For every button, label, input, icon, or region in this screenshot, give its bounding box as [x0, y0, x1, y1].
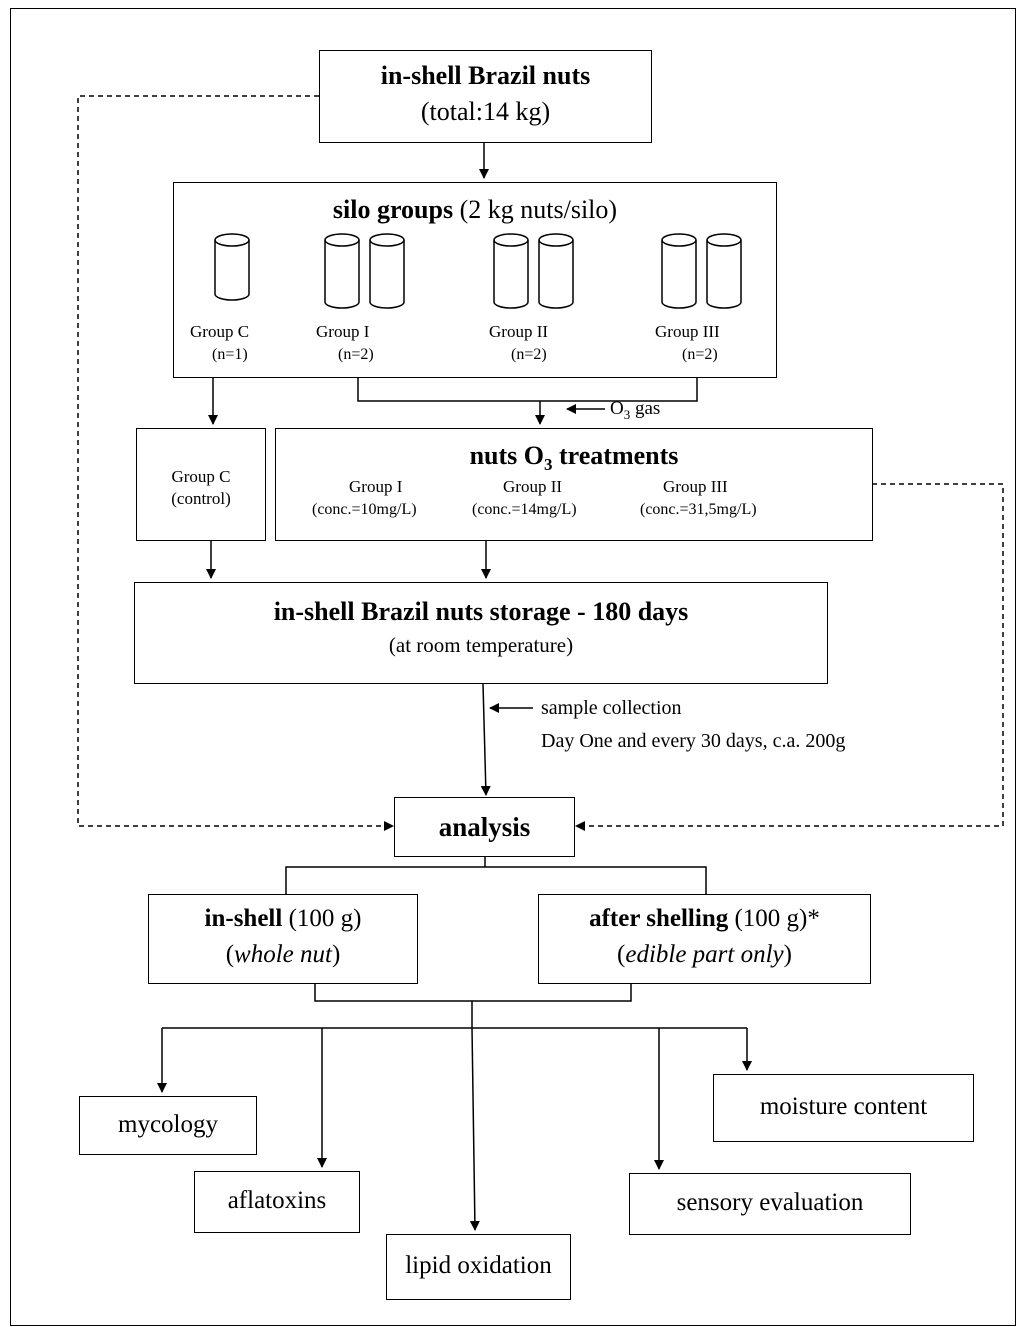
silo-groups-title: silo groups (2 kg nuts/silo): [332, 195, 618, 224]
aflatoxins-label: aflatoxins: [227, 1187, 327, 1214]
inshell-subtitle: (whole nut): [225, 941, 341, 968]
control-line1: Group C: [171, 467, 231, 486]
inshell-title: in-shell (100 g): [204, 905, 362, 932]
sampling-line1: sample collection: [541, 697, 682, 719]
sensory-box: sensory evaluation: [629, 1173, 911, 1235]
aflatoxins-box: aflatoxins: [194, 1171, 360, 1233]
after-subtitle: (edible part only): [617, 941, 792, 968]
control-box: Group C (control): [136, 428, 266, 541]
treatments-title: nuts O3 treatments: [469, 441, 679, 475]
arrow-to-lipid: [469, 1027, 480, 1231]
sensory-label: sensory evaluation: [676, 1189, 864, 1216]
treat-label-iii: Group III: [663, 477, 728, 496]
silo-n-iii: (n=2): [682, 346, 718, 363]
silo-label-iii: Group III: [655, 322, 720, 341]
silo-n-ii: (n=2): [511, 346, 547, 363]
treatments-box: nuts O3 treatments Group I (conc.=10mg/L…: [275, 428, 873, 541]
bracket-treatment-groups: [357, 377, 698, 402]
silo-ii-icon: [493, 233, 574, 309]
bracket-merge: [314, 984, 632, 1002]
silo-label-c: Group C: [190, 322, 250, 341]
after-title: after shelling (100 g)*: [589, 905, 820, 932]
analysis-box: analysis: [394, 797, 575, 857]
silo-label-i: Group I: [316, 322, 370, 341]
mycology-label: mycology: [118, 1111, 218, 1138]
inshell-box: in-shell (100 g) (whole nut): [148, 894, 418, 984]
source-box: in-shell Brazil nuts (total:14 kg): [319, 50, 652, 143]
dashed-source-to-analysis: [77, 95, 394, 831]
silo-iii-icon: [661, 233, 742, 309]
treat-conc-iii: (conc.=31,5mg/L): [640, 501, 757, 518]
silo-label-ii: Group II: [489, 322, 549, 341]
silo-groups-box: silo groups (2 kg nuts/silo): [173, 182, 777, 378]
silo-n-i: (n=2): [338, 346, 374, 363]
treat-conc-i: (conc.=10mg/L): [312, 501, 417, 518]
moisture-label: moisture content: [759, 1093, 928, 1120]
treat-label-i: Group I: [349, 477, 403, 496]
after-shelling-box: after shelling (100 g)* (edible part onl…: [538, 894, 871, 984]
treat-label-ii: Group II: [503, 477, 563, 496]
arrow-storage-to-analysis: [480, 683, 491, 796]
source-subtitle: (total:14 kg): [420, 97, 551, 126]
source-title: in-shell Brazil nuts: [380, 61, 591, 90]
storage-subtitle: (at room temperature): [388, 633, 574, 657]
moisture-box: moisture content: [713, 1074, 974, 1142]
treat-conc-ii: (conc.=14mg/L): [472, 501, 577, 518]
silo-c-icon: [214, 233, 250, 301]
lipid-label: lipid oxidation: [405, 1252, 552, 1279]
control-line2: (control): [171, 489, 231, 508]
lipid-oxidation-box: lipid oxidation: [386, 1234, 571, 1300]
silo-n-c: (n=1): [212, 346, 248, 363]
storage-box: in-shell Brazil nuts storage - 180 days …: [134, 582, 828, 684]
bracket-analysis-split: [285, 866, 707, 894]
analysis-label: analysis: [438, 812, 531, 842]
o3-gas-label: O3 gas: [610, 398, 661, 422]
sampling-line2: Day One and every 30 days, c.a. 200g: [541, 730, 846, 752]
dashed-treatments-to-analysis: [575, 483, 1004, 831]
figure-frame: [10, 8, 1016, 1326]
storage-title: in-shell Brazil nuts storage - 180 days: [273, 597, 689, 626]
silo-i-icon: [324, 233, 405, 309]
mycology-box: mycology: [79, 1096, 257, 1155]
